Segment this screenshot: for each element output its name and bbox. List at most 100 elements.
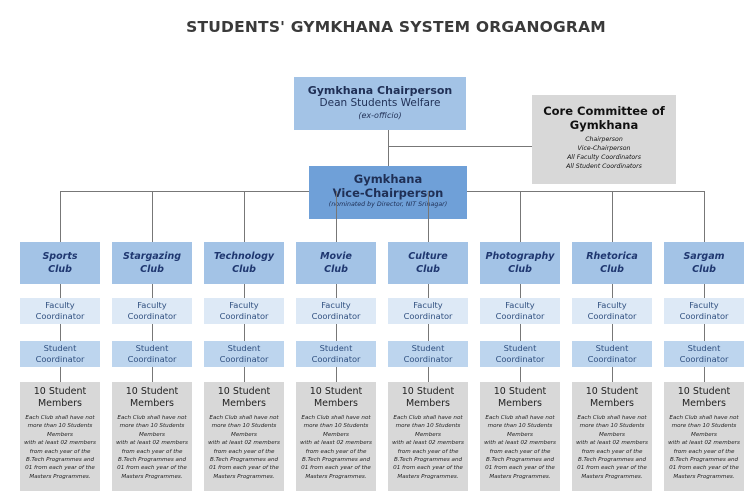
student-label-2: Coordinator: [403, 354, 453, 364]
members-note-line: B.Tech Programmes and: [577, 457, 647, 464]
student-label-1: Student: [503, 343, 537, 353]
members-note-line: 01 from each year of the: [209, 465, 279, 472]
members-note-line: B.Tech Programmes and: [393, 457, 463, 464]
members-note-line: B.Tech Programmes and: [25, 457, 95, 464]
club-suffix: Club: [508, 264, 532, 275]
student-label-2: Coordinator: [679, 354, 729, 364]
faculty-label-2: Coordinator: [219, 311, 269, 321]
members-note-line: 01 from each year of the: [669, 465, 739, 472]
members-note-line: more than 10 Students: [211, 423, 277, 430]
members-note-line: more than 10 Students: [487, 423, 553, 430]
faculty-label-1: Faculty: [689, 300, 719, 310]
club-suffix: Club: [324, 264, 348, 275]
members-note: Each Club shall have not more than 10 Stu…: [480, 414, 560, 481]
members-heading-1: 10 Student: [125, 386, 179, 397]
members-note-line: Members: [323, 431, 349, 438]
members-note-line: Members: [415, 431, 441, 438]
faculty-label-2: Coordinator: [495, 311, 545, 321]
faculty-label-1: Faculty: [597, 300, 627, 310]
members-note-line: Each Club shall have not: [25, 415, 95, 421]
faculty-label-1: Faculty: [413, 300, 443, 310]
members-note-line: Masters Programmes.: [397, 473, 459, 480]
faculty-label-2: Coordinator: [35, 311, 85, 321]
members-note-line: Masters Programmes.: [673, 473, 735, 480]
members-heading-2: Members: [221, 398, 267, 409]
members-note-line: with at least 02 members: [392, 440, 464, 447]
members-heading-1: 10 Student: [217, 386, 271, 397]
members-heading-1: 10 Student: [677, 386, 731, 397]
chairperson-note: (ex-officio): [358, 111, 402, 120]
members-note-line: Each Club shall have not: [117, 415, 187, 421]
members-note-line: Members: [47, 431, 73, 438]
members-note-line: more than 10 Students: [303, 423, 369, 430]
core-member: All Faculty Coordinators: [567, 154, 641, 161]
club-name: Sports: [42, 251, 78, 262]
members-note-line: B.Tech Programmes and: [669, 457, 739, 464]
faculty-label-1: Faculty: [45, 300, 75, 310]
club-name: Culture: [408, 251, 448, 262]
student-label-2: Coordinator: [587, 354, 637, 364]
club-name: Sargam: [683, 251, 725, 262]
faculty-label-2: Coordinator: [127, 311, 177, 321]
members-note-line: Each Club shall have not: [485, 415, 555, 421]
core-committee-box: Core Committee of Gymkhana Chairperson V…: [532, 95, 676, 184]
club-name: Photography: [485, 251, 555, 262]
connector-to-core-committee: [389, 146, 532, 147]
members-note-line: Each Club shall have not: [393, 415, 463, 421]
student-label-1: Student: [687, 343, 721, 353]
members-heading-2: Members: [405, 398, 451, 409]
members-note-line: more than 10 Students: [579, 423, 645, 430]
members-note-line: with at least 02 members: [208, 440, 280, 447]
members-note-line: with at least 02 members: [484, 440, 556, 447]
members-note-line: B.Tech Programmes and: [117, 457, 187, 464]
faculty-label-1: Faculty: [505, 300, 535, 310]
club-name: Technology: [213, 251, 275, 262]
page-title: STUDENTS' GYMKHANA SYSTEM ORGANOGRAM: [186, 18, 606, 36]
connector-branch-drop: [244, 191, 245, 242]
members-note-line: from each year of the: [673, 448, 735, 455]
members-heading-1: 10 Student: [309, 386, 363, 397]
connector-club-chain: [612, 284, 613, 382]
faculty-label-2: Coordinator: [587, 311, 637, 321]
club-suffix: Club: [140, 264, 164, 275]
club-suffix: Club: [600, 264, 624, 275]
members-note-line: Each Club shall have not: [577, 415, 647, 421]
members-heading-1: 10 Student: [585, 386, 639, 397]
members-note-line: from each year of the: [29, 448, 91, 455]
members-note-line: with at least 02 members: [116, 440, 188, 447]
connector-branch-drop: [428, 191, 429, 242]
members-note-line: 01 from each year of the: [301, 465, 371, 472]
student-label-2: Coordinator: [495, 354, 545, 364]
faculty-label-2: Coordinator: [403, 311, 453, 321]
members-note-line: Masters Programmes.: [213, 473, 275, 480]
members-note: Each Club shall have not more than 10 Stu…: [572, 414, 652, 481]
club-name: Stargazing: [122, 251, 182, 262]
members-note-line: 01 from each year of the: [485, 465, 555, 472]
connector-club-chain: [704, 284, 705, 382]
faculty-label-2: Coordinator: [311, 311, 361, 321]
members-note-line: B.Tech Programmes and: [485, 457, 555, 464]
members-note-line: Members: [139, 431, 165, 438]
members-note-line: Masters Programmes.: [121, 473, 183, 480]
